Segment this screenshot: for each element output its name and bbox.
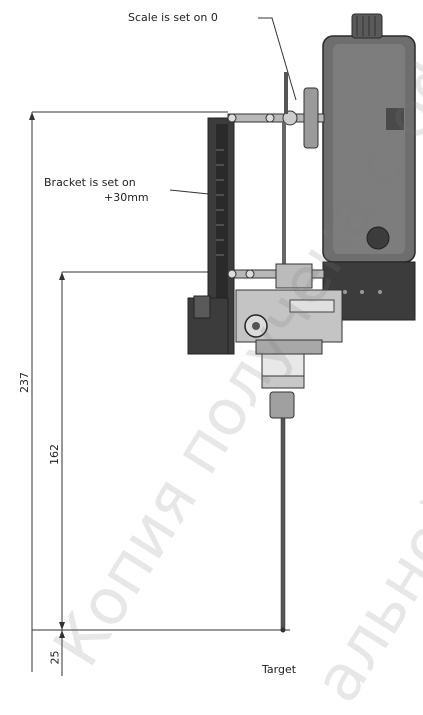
bracket-annotation-line2: +30mm [104,191,149,204]
dimension-value-237: 237 [18,372,31,393]
housing-screw [366,226,390,250]
arrow-bottom-top [59,630,65,638]
guide-rod [282,122,286,272]
housing-label-plate [386,108,404,130]
dimension-arrows [29,112,65,638]
target-label: Target [262,663,297,676]
probe-shaft [280,417,286,631]
bracket-annotation-line1: Bracket is set on [44,176,136,189]
electrode-holder [261,353,305,419]
arrow-overall-top [29,112,35,120]
upper-bracket-arm [227,72,325,149]
arrow-middle-top [59,272,65,280]
dimension-value-162: 162 [48,444,61,465]
scale-leader-line [258,17,297,101]
scale-pointer [284,72,288,114]
carriage [187,289,343,355]
stereotaxic-drive-drawing [29,13,416,676]
probe-tip [280,627,286,633]
scale-annotation: Scale is set on 0 [128,11,218,24]
lower-bracket-arm [227,263,325,289]
arrow-middle-bottom [59,622,65,630]
